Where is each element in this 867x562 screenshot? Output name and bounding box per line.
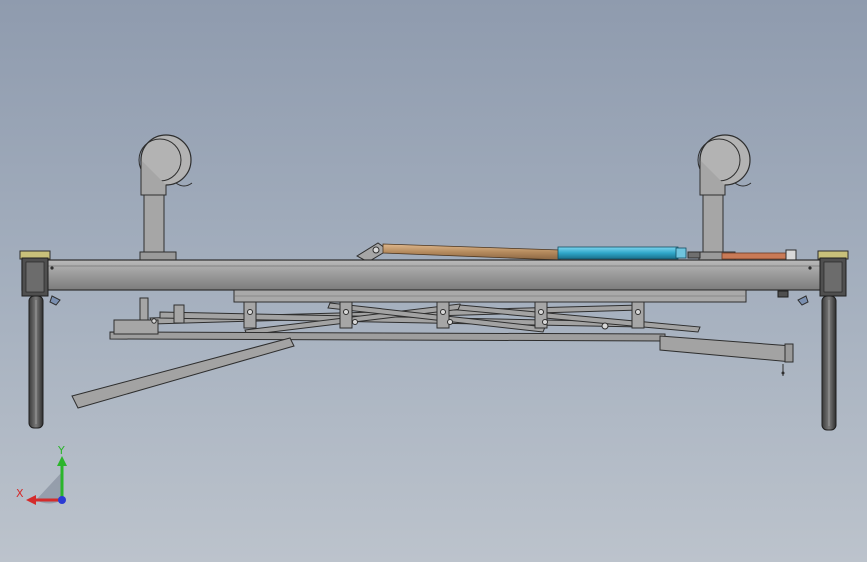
angled-strut-left: [71, 337, 295, 409]
linkage-plates: [243, 301, 645, 330]
right-roller-post: [697, 134, 752, 261]
left-leg: [28, 295, 44, 429]
coordinate-triad: [26, 456, 67, 505]
sub-frame: [233, 289, 747, 303]
left-roller-post: [138, 134, 193, 261]
left-corner-block: [19, 250, 51, 297]
scissor-linkage: [149, 302, 701, 336]
left-clip: [49, 295, 61, 306]
triad-y-label: Y: [58, 444, 65, 457]
right-clip: [797, 295, 809, 306]
linear-actuator: [356, 242, 701, 263]
right-corner-block: [817, 250, 849, 297]
triad-x-label: X: [16, 487, 24, 500]
right-small-block: [777, 290, 789, 298]
right-leg: [821, 295, 837, 431]
main-side-rail: [21, 259, 845, 291]
angled-strut-right: [659, 335, 794, 376]
z-axis-dot: [58, 496, 66, 504]
